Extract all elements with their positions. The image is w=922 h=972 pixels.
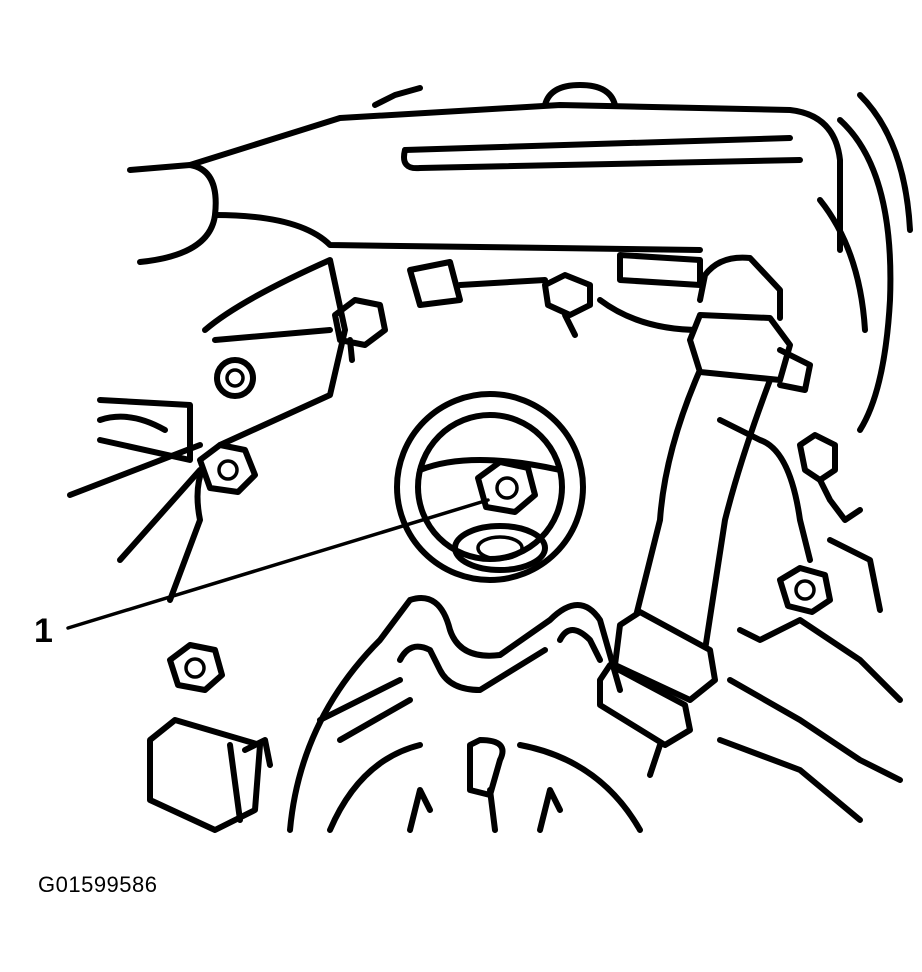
coolant-hose	[597, 254, 813, 778]
lower-left-fitting	[147, 717, 273, 833]
central-bore	[394, 391, 586, 583]
callout-label-1: 1	[34, 612, 53, 650]
upper-pipe-arm	[127, 82, 843, 265]
bolt-left-2	[197, 442, 258, 495]
figure-id: G01599586	[38, 872, 158, 897]
crankshaft-bolt	[475, 459, 538, 515]
bolt-far-right	[797, 432, 863, 523]
bolt-lower-left	[167, 642, 225, 693]
bolt-right	[777, 565, 833, 615]
right-block	[717, 537, 903, 823]
leader-line	[66, 498, 490, 630]
cover-plate	[67, 252, 813, 603]
bolt-upper-middle	[542, 272, 593, 338]
bolt-left-1	[214, 357, 256, 399]
right-rim	[817, 92, 913, 433]
callout-1: 1	[34, 498, 490, 650]
lower-cover	[287, 595, 643, 833]
bolt-upper-left	[332, 297, 388, 363]
